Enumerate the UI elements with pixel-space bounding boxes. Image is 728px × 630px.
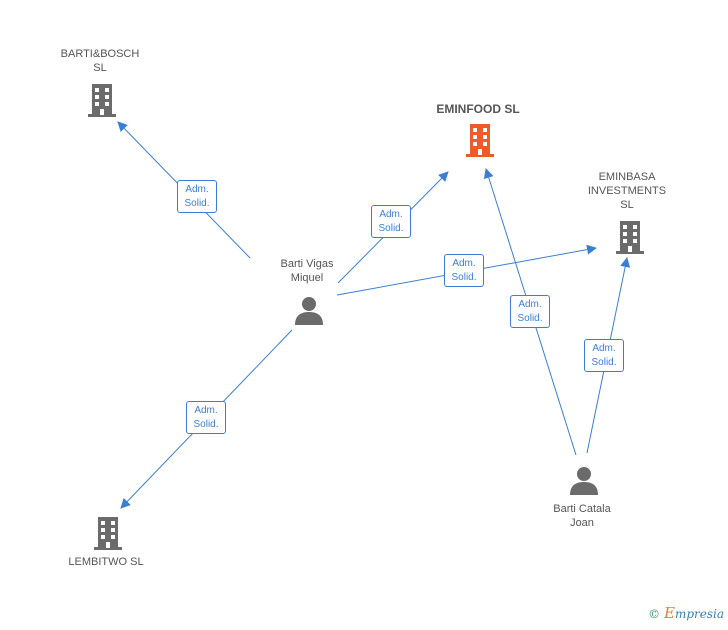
building-icon[interactable] — [464, 122, 496, 158]
node-label-eminbasa[interactable]: EMINBASA INVESTMENTS SL — [587, 171, 667, 211]
person-icon[interactable] — [294, 296, 324, 326]
node-label-eminfood[interactable]: EMINFOOD SL — [436, 102, 520, 116]
copyright-symbol: © — [648, 607, 661, 621]
edge-label-catala-eminfood[interactable]: Adm. Solid. — [510, 295, 550, 328]
edge-label-vigas-eminfood[interactable]: Adm. Solid. — [371, 205, 411, 238]
building-icon[interactable] — [92, 515, 124, 551]
edge-label-vigas-lembitwo[interactable]: Adm. Solid. — [186, 401, 226, 434]
brand-name: mpresia — [674, 607, 724, 621]
edge-label-catala-eminbasa[interactable]: Adm. Solid. — [584, 339, 624, 372]
node-label-barti-catala[interactable]: Barti Catala Joan — [553, 503, 611, 529]
node-label-lembitwo[interactable]: LEMBITWO SL — [68, 556, 144, 568]
building-icon[interactable] — [86, 82, 118, 118]
person-icon[interactable] — [569, 466, 599, 496]
brand-initial: E — [663, 604, 675, 622]
node-label-barti-vigas[interactable]: Barti Vigas Miquel — [280, 258, 334, 284]
edge-label-vigas-eminbasa[interactable]: Adm. Solid. — [444, 254, 484, 287]
empresia-logo[interactable]: © Empresia — [648, 604, 724, 622]
node-label-barti-bosch[interactable]: BARTI&BOSCH SL — [60, 48, 140, 74]
edge-label-vigas-bosch[interactable]: Adm. Solid. — [177, 180, 217, 213]
building-icon[interactable] — [614, 219, 646, 255]
